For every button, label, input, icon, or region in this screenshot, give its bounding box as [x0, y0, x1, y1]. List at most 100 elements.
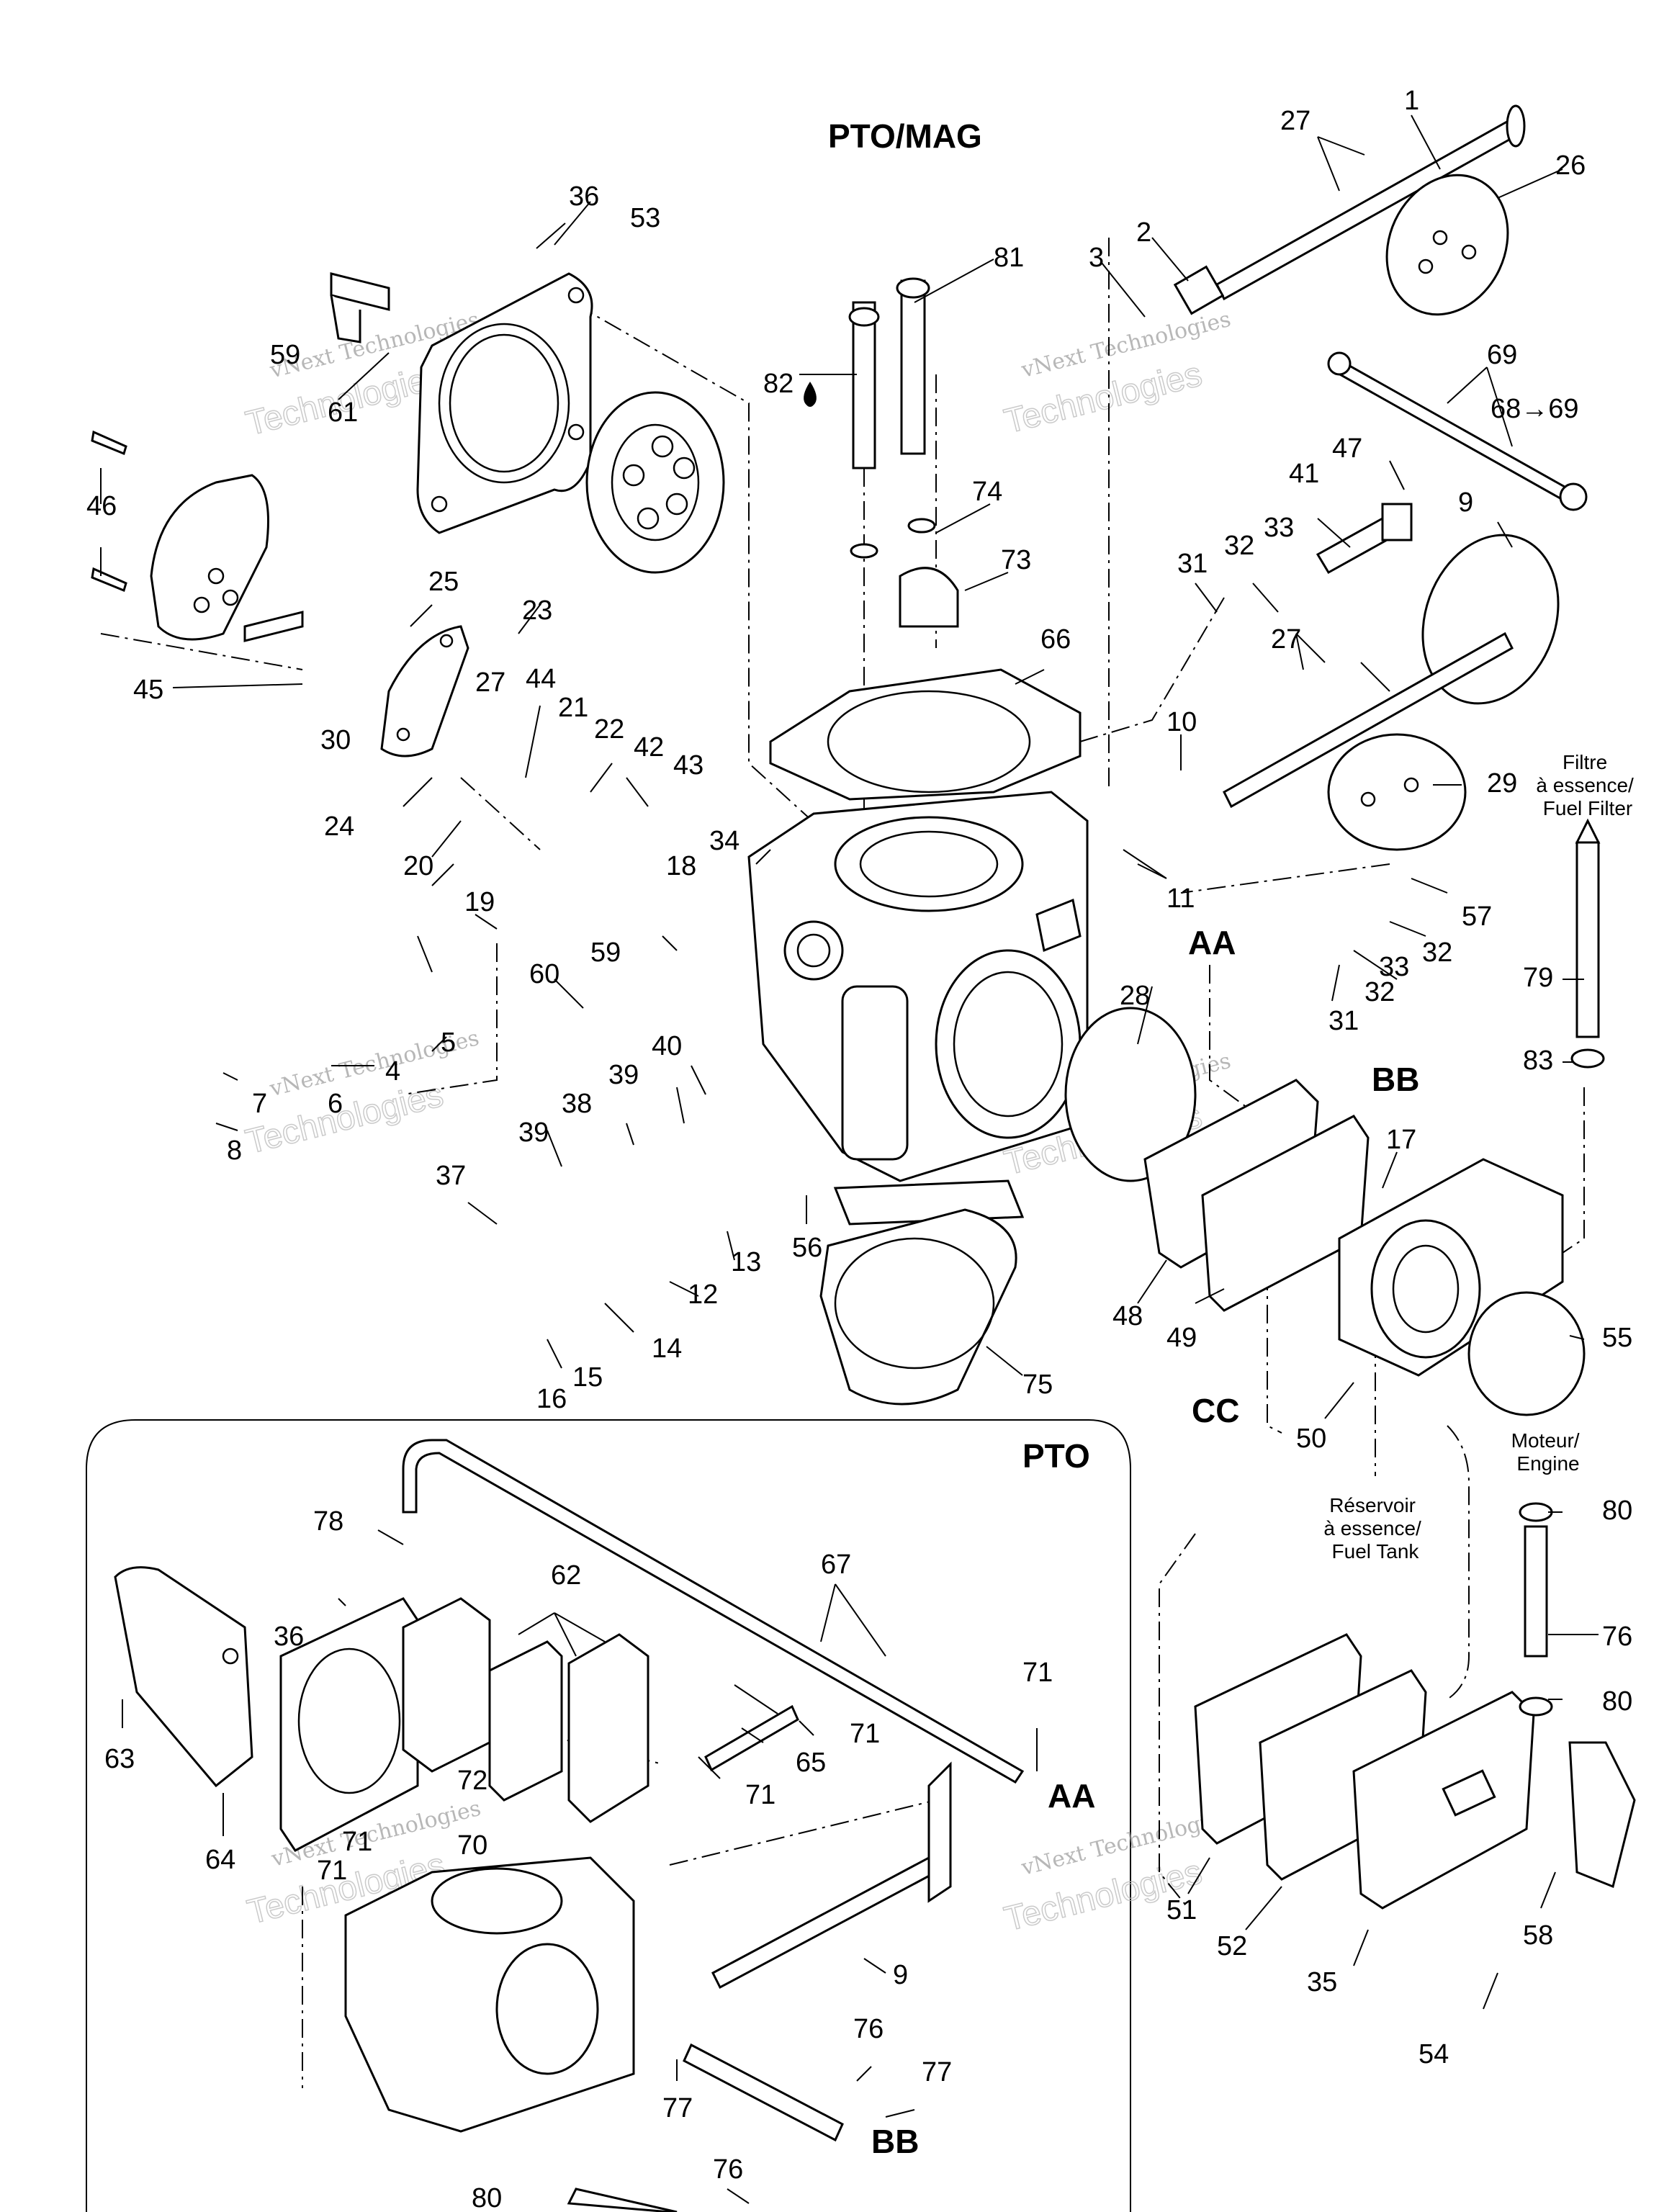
callout-32a: 32: [1224, 531, 1254, 561]
engine-note: Moteur/ Engine: [1511, 1429, 1586, 1475]
inset-pump-62: [402, 1597, 649, 1823]
fuel-pump-50: [1338, 1158, 1564, 1377]
callout-39a: 39: [518, 1118, 549, 1148]
callout-11: 11: [1166, 884, 1195, 914]
callout-69: 69: [1487, 340, 1517, 370]
clamp-73: [850, 518, 959, 628]
callout-27b: 27: [1271, 624, 1301, 655]
inset-shaft-9: [711, 1761, 952, 1990]
callout-34: 34: [709, 826, 739, 856]
callout-31a: 31: [1177, 549, 1208, 579]
callout-83: 83: [1523, 1046, 1553, 1076]
callout-82: 82: [763, 369, 793, 399]
callout-75: 75: [1022, 1370, 1053, 1400]
callout-71a: 71: [1022, 1658, 1053, 1688]
callout-44: 44: [526, 664, 556, 694]
callout-60: 60: [529, 959, 559, 989]
callout-58: 58: [1523, 1920, 1553, 1951]
bracket-59: [330, 272, 390, 343]
throttle-plate-29: [1327, 733, 1467, 851]
callout-43: 43: [673, 750, 703, 781]
callout-77b: 77: [662, 2093, 693, 2123]
callout-71c: 71: [745, 1780, 775, 1810]
callout-64: 64: [205, 1845, 235, 1875]
callout-51: 51: [1166, 1895, 1197, 1925]
callout-80c: 80: [472, 2183, 502, 2212]
ref-BB-inset: BB: [871, 2123, 919, 2160]
ref-BB-main: BB: [1372, 1061, 1419, 1098]
callout-46: 46: [86, 491, 117, 521]
callout-55: 55: [1602, 1323, 1632, 1353]
callout-28: 28: [1120, 981, 1150, 1011]
callout-27c: 27: [475, 667, 505, 698]
diaphragm-cover: [416, 272, 593, 534]
callout-49: 49: [1166, 1323, 1197, 1353]
callout-66: 66: [1040, 624, 1071, 655]
callout-68-69: 68→69: [1491, 394, 1579, 424]
callout-20: 20: [403, 851, 433, 881]
inset-vent-tube-67: [402, 1439, 1025, 1784]
gasket-66: [769, 668, 1082, 801]
bolts-81-82: [848, 277, 930, 469]
callout-41: 41: [1289, 459, 1319, 489]
callout-32c: 32: [1364, 977, 1395, 1007]
callout-30: 30: [320, 725, 351, 755]
callout-14: 14: [652, 1334, 682, 1364]
callout-56: 56: [792, 1233, 822, 1263]
callout-76c: 76: [713, 2154, 743, 2185]
inset-heading: PTO: [1022, 1437, 1090, 1475]
callout-54: 54: [1419, 2039, 1449, 2069]
linkage-rod-69: [1327, 351, 1588, 511]
lever-plate-9: [1223, 534, 1560, 809]
watermark-text: vNext Technologies: [1018, 307, 1233, 383]
main-heading: PTO/MAG: [828, 117, 982, 155]
callout-53: 53: [630, 203, 660, 233]
ref-AA-main: AA: [1188, 924, 1236, 961]
callout-7: 7: [252, 1089, 267, 1119]
callout-1: 1: [1404, 86, 1419, 116]
callout-6: 6: [328, 1089, 343, 1119]
callout-79: 79: [1523, 963, 1553, 993]
inset-hose-76-a: [683, 2043, 844, 2142]
callout-19: 19: [464, 887, 495, 917]
callout-24: 24: [324, 811, 354, 842]
ref-AA-inset: AA: [1048, 1777, 1095, 1815]
inset-cover-36: [279, 1597, 419, 1852]
callout-71b: 71: [850, 1719, 880, 1749]
callout-59b: 59: [590, 938, 621, 968]
callout-37: 37: [436, 1161, 466, 1191]
callout-3: 3: [1089, 243, 1104, 273]
callout-33b: 33: [1379, 952, 1409, 982]
callout-18: 18: [666, 851, 696, 881]
callout-9-inset: 9: [893, 1960, 908, 1990]
callout-74: 74: [972, 477, 1002, 507]
callout-80b: 80: [1602, 1686, 1632, 1717]
callout-numbers: 1 2 3 4 5 6 7 8 9 10 11 12 13 14 15 16 1…: [86, 86, 1632, 2212]
callout-78: 78: [313, 1506, 343, 1537]
callout-71e: 71: [317, 1856, 347, 1886]
gasket-28: [1064, 1007, 1197, 1182]
callout-23: 23: [522, 595, 552, 626]
hose-76-right: [1519, 1502, 1553, 1717]
callout-40: 40: [652, 1031, 682, 1061]
callout-70: 70: [457, 1830, 487, 1861]
o-ring-55: [1467, 1291, 1586, 1416]
callout-4: 4: [385, 1056, 400, 1087]
callout-62: 62: [551, 1560, 581, 1591]
pto-inset-frame: [86, 1419, 1131, 2212]
callout-25: 25: [428, 567, 459, 597]
callout-36a: 36: [569, 181, 599, 212]
callout-50: 50: [1296, 1424, 1326, 1454]
callout-38: 38: [562, 1089, 592, 1119]
bracket-58: [1568, 1741, 1636, 1889]
fuel-filter-note: Filtre à essence/ Fuel Filter: [1536, 751, 1639, 819]
callout-21: 21: [558, 693, 588, 723]
inset-hose-65: [704, 1704, 799, 1772]
fuel-filter-79: [1570, 818, 1605, 1069]
callout-33a: 33: [1264, 513, 1294, 543]
callout-77a: 77: [922, 2057, 952, 2087]
inset-hose-76-b: [567, 2188, 678, 2212]
callout-45: 45: [133, 675, 163, 705]
callout-47: 47: [1332, 433, 1362, 464]
callout-2: 2: [1136, 217, 1151, 248]
